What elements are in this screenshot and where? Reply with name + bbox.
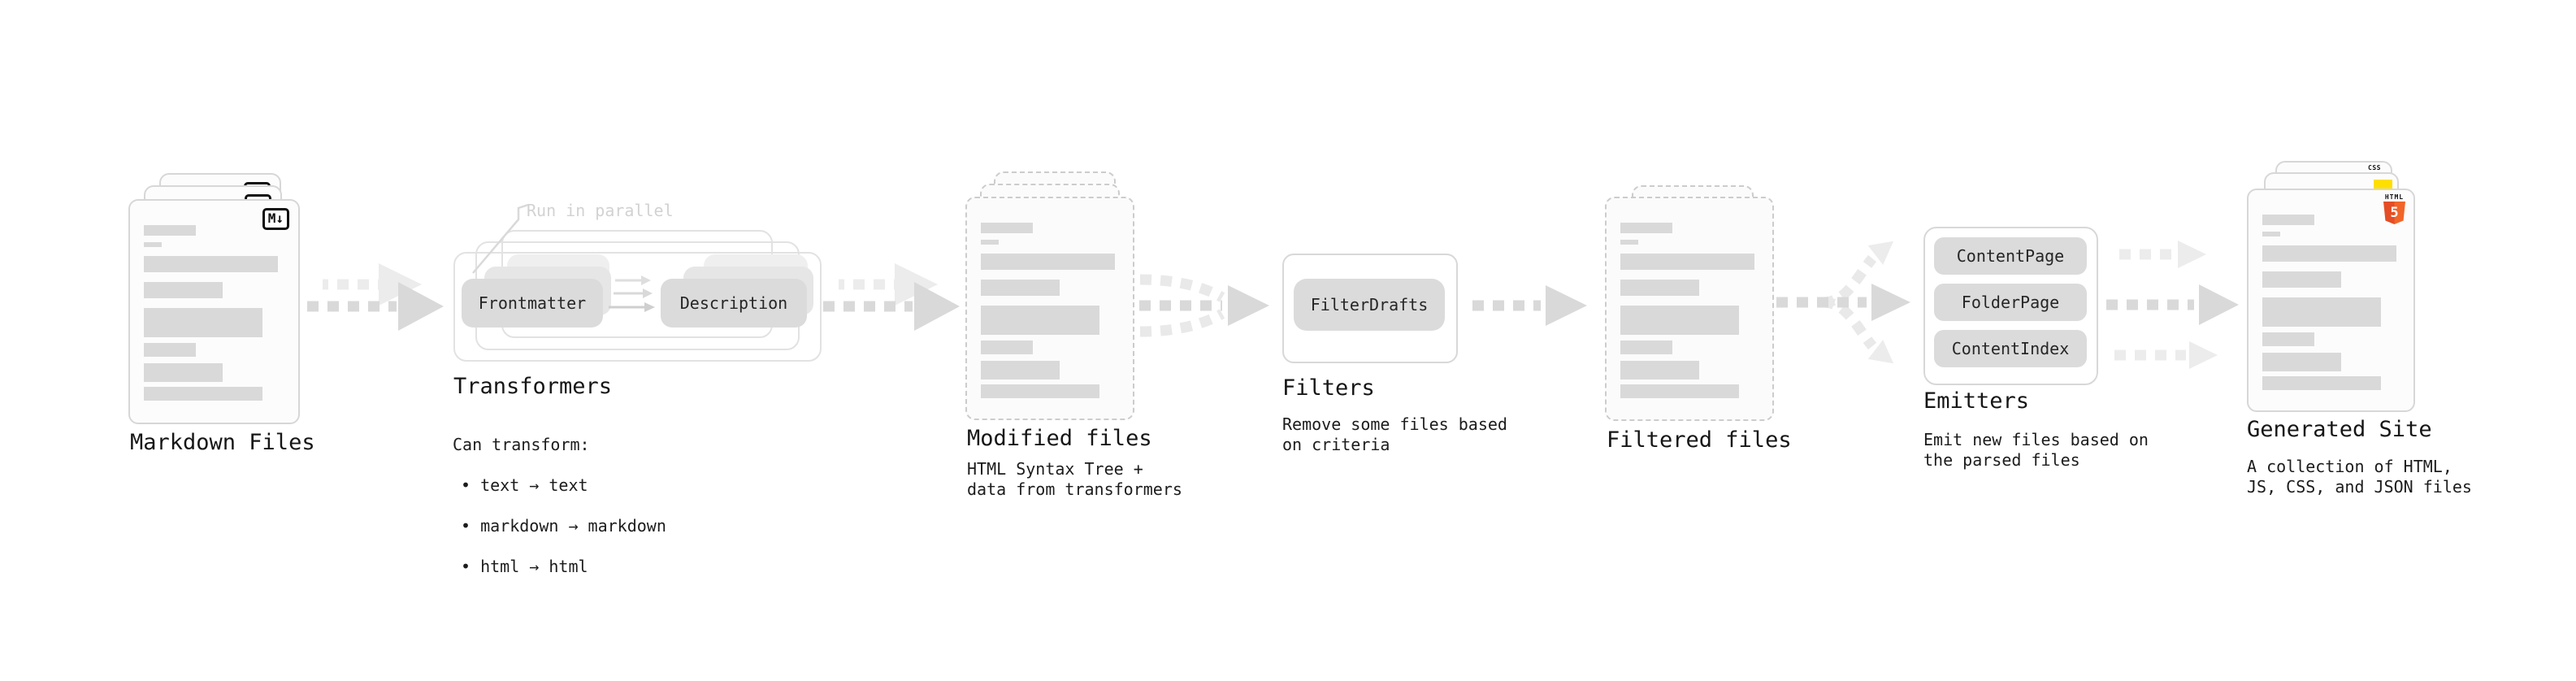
text-placeholder-bar [2262,245,2396,262]
emitter-box-contentindex: ContentIndex [1934,330,2087,367]
text-placeholder-bar [144,225,196,236]
markdown-icon: M↓ [262,208,289,230]
markdown-file-card-front: M↓ [128,199,300,424]
text-placeholder-bar [981,254,1115,270]
text-placeholder-bar [981,306,1099,335]
text-placeholder-bar [1620,306,1739,335]
run-in-parallel-callout: Run in parallel [527,201,674,220]
emitter-box-contentpage: ContentPage [1934,237,2087,275]
modified-file-card-front [965,197,1134,420]
transformer-box-description: Description [661,279,807,327]
note-heading: Can transform: [453,435,590,454]
text-placeholder-bar [1620,223,1672,233]
text-placeholder-bar [2262,376,2381,390]
generated-file-card-html: HTML 5 [2247,189,2415,412]
filter-box-filterdrafts: FilterDrafts [1294,279,1445,331]
html5-icon: HTML 5 [2383,193,2405,224]
text-placeholder-bar [144,242,162,247]
filters-label: Filters [1282,375,1375,401]
text-placeholder-bar [2262,297,2381,327]
markdown-files-label: Markdown Files [130,430,315,455]
text-placeholder-bar [981,280,1060,296]
text-placeholder-bar [1620,254,1754,270]
text-placeholder-bar [2262,232,2280,236]
generated-site-label: Generated Site [2247,417,2432,442]
text-placeholder-bar [144,363,223,382]
text-placeholder-bar [981,361,1060,380]
emitters-label: Emitters [1923,388,2030,414]
text-placeholder-bar [144,256,278,272]
note-bullet: • html → html [461,557,588,576]
text-placeholder-bar [981,340,1033,354]
text-placeholder-bar [1620,384,1739,398]
text-placeholder-bar [2262,271,2341,288]
note-bullet: • text → text [461,475,588,495]
text-placeholder-bar [144,282,223,298]
modified-files-note: HTML Syntax Tree + data from transformer… [967,459,1182,499]
transformer-box-frontmatter: Frontmatter [462,279,603,327]
emitter-box-folderpage: FolderPage [1934,284,2087,321]
filtered-files-label: Filtered files [1607,427,1792,453]
text-placeholder-bar [981,240,999,245]
text-placeholder-bar [144,387,262,401]
text-placeholder-bar [144,308,262,337]
text-placeholder-bar [144,343,196,357]
text-placeholder-bar [1620,280,1699,296]
text-placeholder-bar [1620,361,1699,380]
transformers-label: Transformers [453,374,613,399]
text-placeholder-bar [2262,353,2341,371]
modified-files-label: Modified files [967,426,1152,451]
text-placeholder-bar [981,223,1033,233]
generated-site-note: A collection of HTML, JS, CSS, and JSON … [2247,457,2472,497]
text-placeholder-bar [2262,215,2314,225]
js-file-icon [2374,180,2392,189]
text-placeholder-bar [1620,240,1638,245]
transformers-note: Can transform: • text → text • markdown … [453,414,666,597]
note-bullet: • markdown → markdown [461,516,666,536]
filters-note: Remove some files based on criteria [1282,414,1507,454]
transformer-container-front [453,252,822,362]
text-placeholder-bar [2262,332,2314,346]
emitters-note: Emit new files based on the parsed files [1923,430,2149,470]
text-placeholder-bar [1620,340,1672,354]
filtered-file-card-front [1605,197,1774,421]
text-placeholder-bar [981,384,1099,398]
